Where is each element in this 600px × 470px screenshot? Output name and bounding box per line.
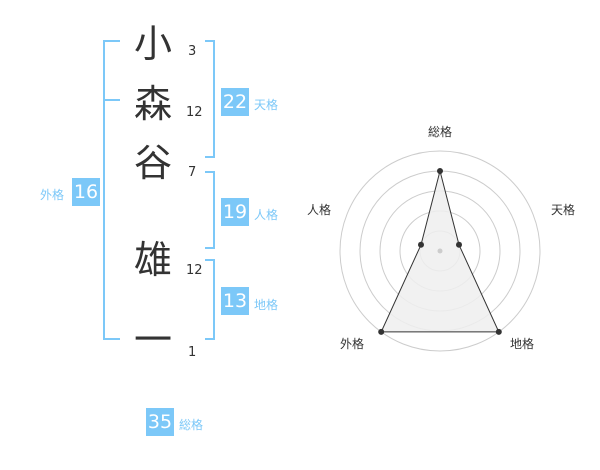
tenkaku-bracket <box>205 40 215 158</box>
name-char-3: 谷 <box>133 141 172 185</box>
radar-point-4 <box>378 328 385 335</box>
soukaku-label: 総格 <box>179 418 204 432</box>
gaikaku-value-badge: 16 <box>72 178 100 206</box>
gaikaku-label: 外格 <box>40 188 65 202</box>
stroke-count-4: 12 <box>186 263 203 278</box>
stroke-count-5: 1 <box>188 345 197 360</box>
chikaku-bracket <box>205 259 215 340</box>
stroke-count-3: 7 <box>188 165 197 180</box>
name-char-1: 小 <box>133 22 172 66</box>
name-char-4: 雄 <box>133 238 172 282</box>
radar-axis-label-soukaku: 総格 <box>428 125 453 139</box>
tenkaku-label: 天格 <box>254 98 279 112</box>
bracket-lines <box>103 40 215 340</box>
radar-axis-label-jinkaku: 人格 <box>307 203 332 217</box>
radar-center-point <box>437 248 443 254</box>
radar-point-2 <box>456 241 462 248</box>
gaikaku-bracket <box>103 40 120 340</box>
soukaku-value-badge: 35 <box>146 408 174 436</box>
chikaku-label: 地格 <box>254 298 279 312</box>
radar-axis-label-tenkaku: 天格 <box>551 203 576 217</box>
stroke-count-2: 12 <box>186 105 203 120</box>
radar-ring-5 <box>339 150 541 352</box>
name-char-2: 森 <box>133 82 172 126</box>
radar-point-3 <box>495 328 502 335</box>
jinkaku-value-badge: 19 <box>221 198 249 226</box>
jinkaku-label: 人格 <box>254 208 279 222</box>
radar-axis-label-chikaku: 地格 <box>510 337 535 351</box>
tenkaku-value-badge: 22 <box>221 88 249 116</box>
radar-point-5 <box>418 241 424 248</box>
chikaku-value-badge: 13 <box>221 287 249 315</box>
jinkaku-bracket <box>205 171 215 249</box>
name-char-5: 一 <box>133 318 172 362</box>
radar-point-1 <box>437 168 443 174</box>
stroke-count-1: 3 <box>188 44 197 59</box>
radar-axis-label-gaikaku: 外格 <box>340 337 365 351</box>
